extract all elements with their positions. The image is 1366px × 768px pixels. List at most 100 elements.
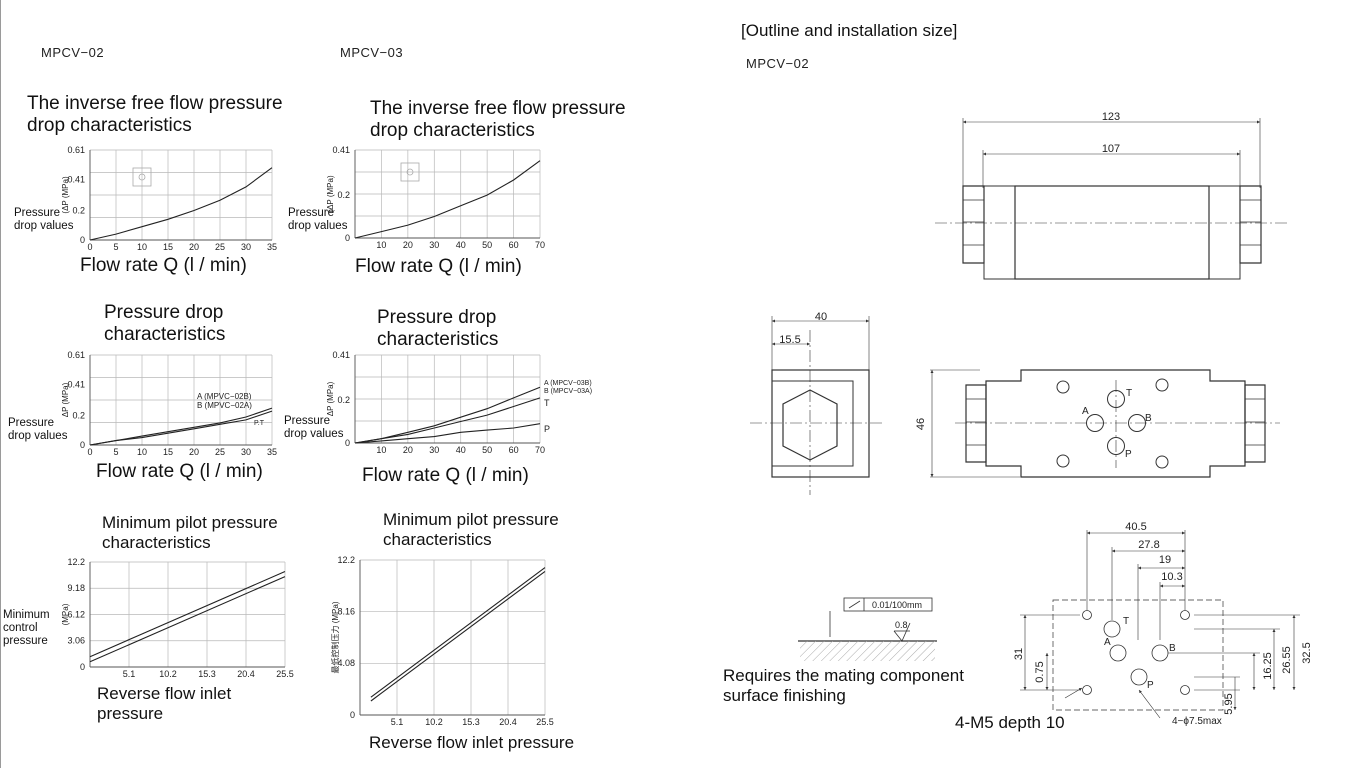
x-tick-label: 5.1: [123, 669, 136, 679]
x-tick-label: 15: [163, 447, 173, 457]
series-line: [89, 570, 286, 658]
series-line: [370, 567, 546, 698]
dim-15-5: 15.5: [779, 334, 800, 346]
port-label-t: T: [1126, 388, 1132, 399]
y-side-label: Pressure drop values: [14, 207, 74, 232]
x-tick-label: 10: [137, 447, 147, 457]
dim-0-75: 0.75: [1034, 661, 1046, 682]
flatness-spec: 0.01/100mm: [872, 600, 922, 610]
dim-40: 40: [815, 311, 827, 323]
x-tick-label: 25.5: [276, 669, 294, 679]
y-axis-label: ΔP (MPa): [326, 381, 335, 416]
x-tick-label: 30: [241, 447, 251, 457]
hole-note: 4−ϕ7.5max: [1172, 716, 1222, 727]
port-label-a: A: [1082, 406, 1089, 417]
port-label-p: P: [1125, 449, 1132, 460]
surface-finish-note: Requires the mating component surface fi…: [723, 666, 964, 705]
dim-123: 123: [1102, 111, 1120, 123]
x-tick-label: 5.1: [391, 717, 404, 727]
y-tick-label: 0: [350, 710, 355, 720]
series-line: [89, 410, 273, 446]
x-tick-label: 40: [456, 445, 466, 455]
port-label-a: A: [1104, 637, 1111, 648]
y-tick-label: 9.18: [67, 583, 85, 593]
x-tick-label: 20.4: [237, 669, 255, 679]
series-line: [89, 576, 286, 663]
surface-finish-symbol: [798, 597, 937, 661]
graph-title: Minimum pilot pressure characteristics: [102, 513, 278, 552]
x-tick-label: 0: [87, 242, 92, 252]
dim-46: 46: [915, 418, 927, 430]
port-view: [930, 369, 1280, 478]
y-tick-label: 0.41: [332, 350, 350, 360]
outline-drawing: 123 107 40 15.5 46 T A B P: [750, 111, 1313, 727]
x-axis-label: Reverse flow inlet pressure: [97, 684, 232, 723]
dim-31: 31: [1013, 648, 1025, 660]
x-tick-label: 5: [113, 242, 118, 252]
series-line: [354, 397, 541, 444]
dim-19: 19: [1159, 554, 1171, 566]
valve-symbol: [138, 173, 146, 181]
roughness-spec: 0.8: [895, 620, 908, 630]
model-label-mpcv02: MPCV−02: [41, 45, 105, 60]
x-tick-label: 10.2: [425, 717, 443, 727]
y-tick-label: 0: [80, 662, 85, 672]
y-side-label: Pressure drop values: [288, 207, 348, 232]
x-tick-label: 5: [113, 447, 118, 457]
x-tick-label: 30: [241, 242, 251, 252]
curve-label: B (MPCV−03A): [544, 388, 592, 395]
x-axis-label: Flow rate Q (l / min): [355, 256, 522, 277]
x-tick-label: 10: [137, 242, 147, 252]
x-tick-label: 30: [429, 445, 439, 455]
x-tick-label: 25: [215, 447, 225, 457]
x-tick-label: 15: [163, 242, 173, 252]
graph-title: The inverse free flow pressure drop char…: [370, 98, 626, 141]
x-tick-label: 30: [429, 240, 439, 250]
y-tick-label: 0: [80, 235, 85, 245]
port-label-b: B: [1169, 643, 1176, 654]
page-edge: [0, 0, 1, 768]
x-tick-label: 60: [509, 240, 519, 250]
x-tick-label: 10.2: [159, 669, 177, 679]
y-tick-label: 0.61: [67, 145, 85, 155]
graph-title: Pressure drop characteristics: [377, 307, 499, 350]
series-line: [370, 570, 546, 702]
graph-title: Pressure drop characteristics: [104, 302, 226, 345]
x-tick-label: 60: [509, 445, 519, 455]
y-tick-label: 12.2: [337, 555, 355, 565]
curve-label: P: [544, 424, 550, 434]
port-label-t: T: [1123, 616, 1129, 627]
y-tick-label: 4.08: [337, 658, 355, 668]
y-tick-label: 0.2: [337, 395, 350, 405]
x-tick-label: 10: [376, 445, 386, 455]
x-tick-label: 20: [403, 240, 413, 250]
y-tick-label: 6.12: [67, 609, 85, 619]
y-tick-label: 0.61: [67, 350, 85, 360]
side-view: [750, 316, 885, 495]
series-line: [89, 407, 273, 446]
x-tick-label: 20: [189, 242, 199, 252]
curve-label: T: [544, 398, 550, 408]
y-axis-label: ΔP (MPa): [61, 382, 70, 417]
dim-26-55: 26.55: [1281, 646, 1293, 674]
curve-label: P.T: [254, 420, 265, 427]
y-axis-label: (ΔP (MPa): [61, 176, 70, 214]
graph-title: The inverse free flow pressure drop char…: [27, 93, 283, 136]
mounting-note: 4-M5 depth 10: [955, 713, 1065, 732]
y-tick-label: 0: [80, 440, 85, 450]
x-tick-label: 15.3: [462, 717, 480, 727]
y-tick-label: 0.2: [72, 205, 85, 215]
dim-32-5: 32.5: [1301, 642, 1313, 663]
x-tick-label: 50: [482, 445, 492, 455]
y-tick-label: 0: [345, 233, 350, 243]
mounting-pattern: [1020, 530, 1300, 719]
dim-16-25: 16.25: [1262, 652, 1274, 680]
dim-40-5: 40.5: [1125, 521, 1146, 533]
x-tick-label: 40: [456, 240, 466, 250]
valve-symbol: [400, 162, 420, 182]
x-tick-label: 25.5: [536, 717, 554, 727]
port-label-p: P: [1147, 680, 1154, 691]
